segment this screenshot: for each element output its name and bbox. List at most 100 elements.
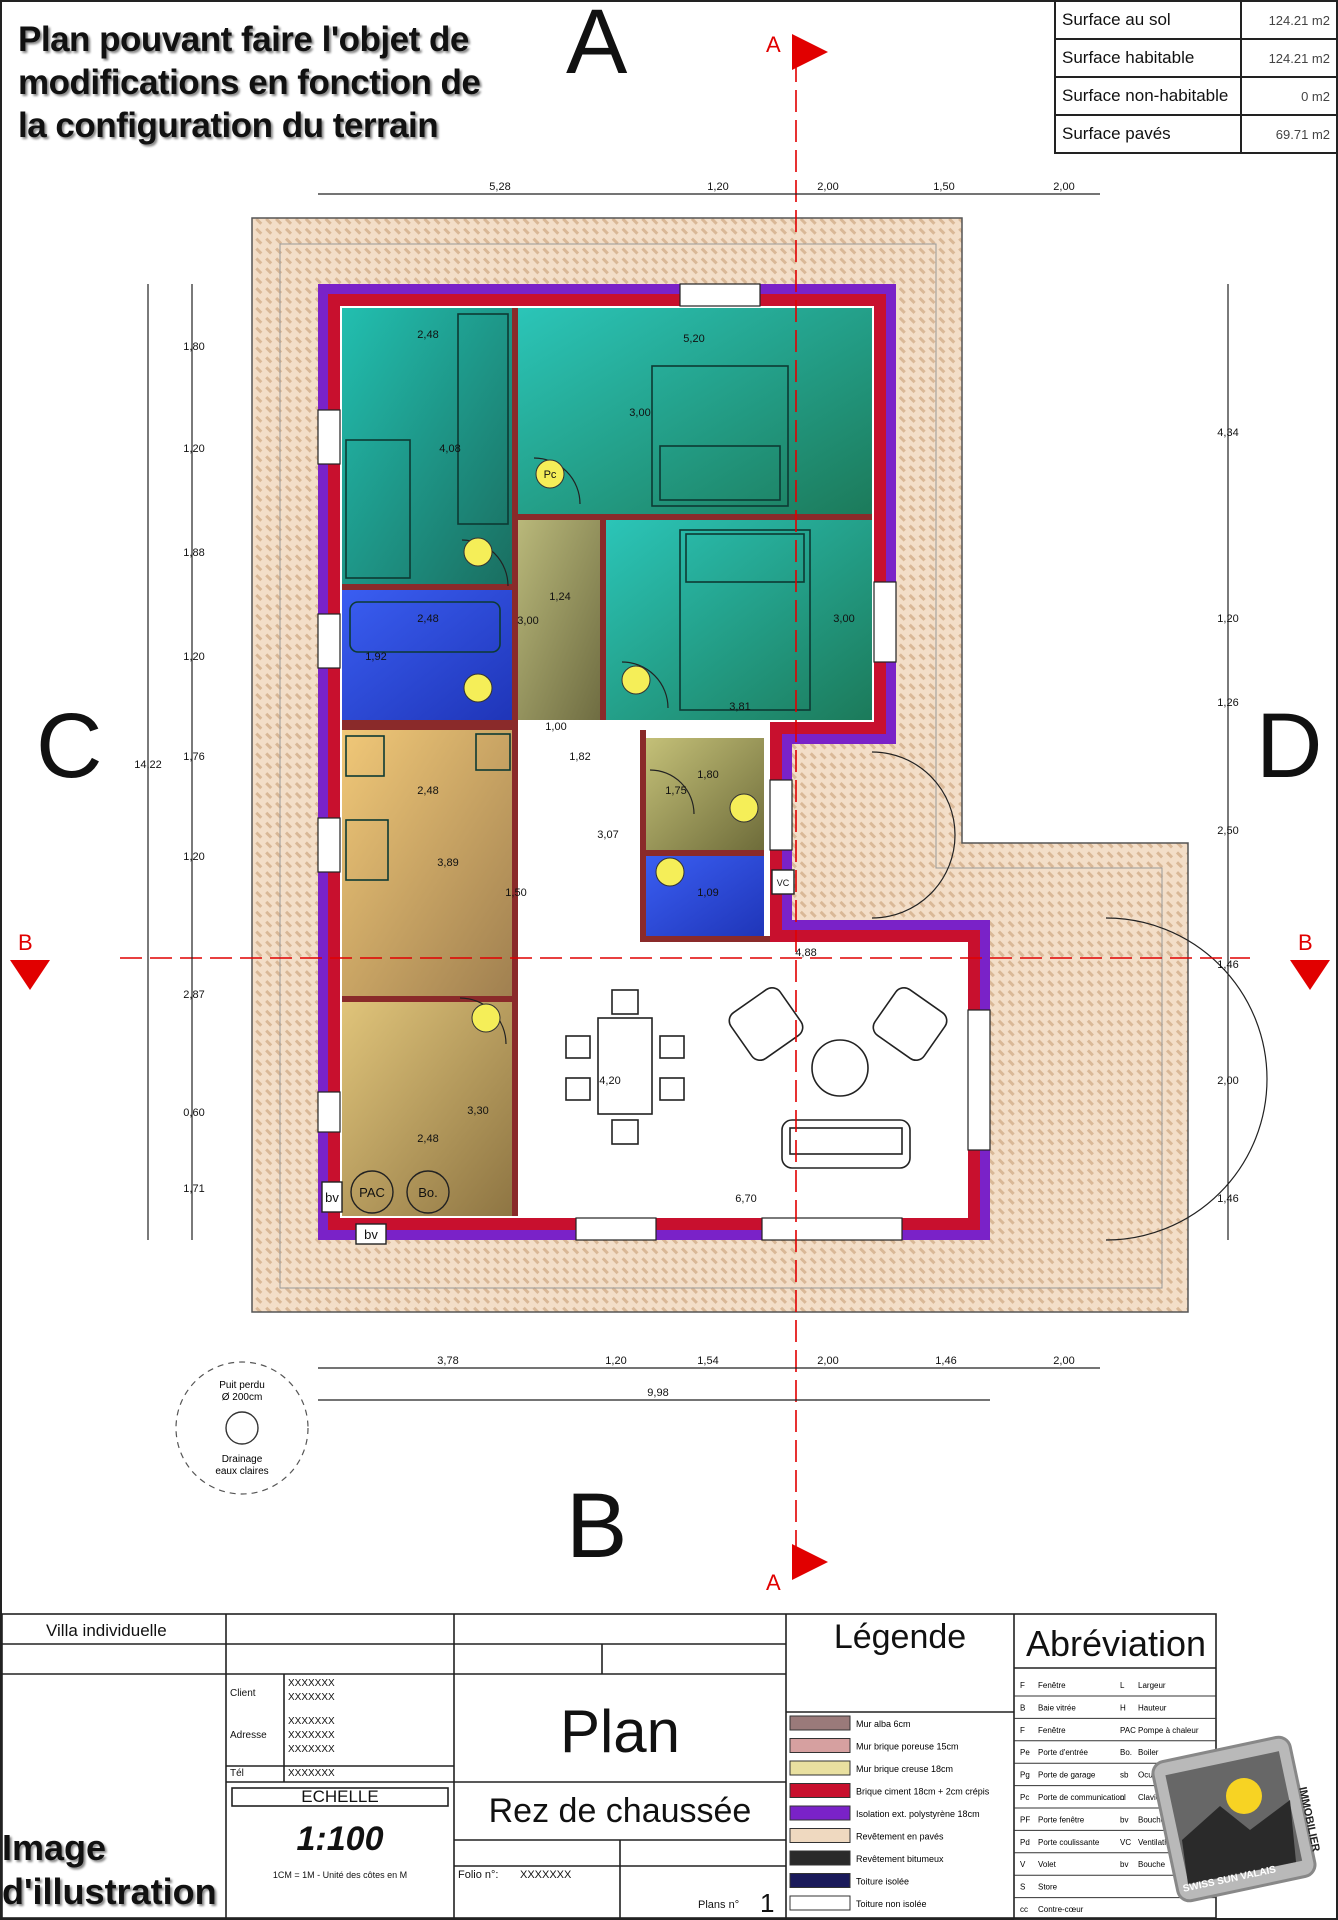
abbr-cell: PF xyxy=(1020,1815,1030,1824)
illustration-line-1: Image xyxy=(2,1827,107,1868)
room-bedroom-1 xyxy=(606,520,872,720)
surface-value: 124.21 m2 xyxy=(1240,0,1338,40)
room-dim-hall-w: 1,82 xyxy=(569,751,590,763)
abbr-cell: F xyxy=(1020,1681,1025,1690)
legend-swatch xyxy=(789,1715,851,1731)
abbr-cell: cl xyxy=(1120,1793,1126,1802)
room-dim-hall2: 1,50 xyxy=(505,887,526,899)
room-dim-liv-b: 6,70 xyxy=(735,1193,756,1205)
legend-item: Revêtement en pavés xyxy=(856,1832,944,1842)
abbr-cell: Pe xyxy=(1020,1748,1030,1757)
legend-item: Mur alba 6cm xyxy=(856,1719,911,1729)
legend-item: Mur brique creuse 18cm xyxy=(856,1764,953,1774)
dim-bottom-4: 1,46 xyxy=(935,1355,956,1367)
folio-value: XXXXXXX xyxy=(520,1869,572,1881)
well-drain-2: eaux claires xyxy=(215,1466,268,1477)
room-dim-hall-h: 3,07 xyxy=(597,829,618,841)
abbr-cell: bv xyxy=(1120,1860,1128,1869)
abbr-cell: Porte d'entrée xyxy=(1038,1748,1089,1757)
abbr-cell: Oculus xyxy=(1138,1771,1163,1780)
abbr-cell: Contre-cœur xyxy=(1038,1905,1084,1914)
dim-left-7: 0,60 xyxy=(183,1107,204,1119)
room-dim-liv-h: 4,20 xyxy=(599,1075,620,1087)
abbr-cell: Baie vitrée xyxy=(1038,1703,1076,1712)
room-bedroom-3 xyxy=(342,308,512,584)
address-label: Adresse xyxy=(230,1730,267,1741)
dim-right-2: 1,26 xyxy=(1217,697,1238,709)
company-logo: SWISS SUN VALAIS IMMOBILIER xyxy=(1151,1735,1322,1903)
room-technical xyxy=(342,1002,512,1216)
abbr-cell: Fenêtre xyxy=(1038,1726,1066,1735)
abbr-cell: Porte de communication xyxy=(1038,1793,1124,1802)
address-value-2: XXXXXXX xyxy=(288,1730,335,1741)
drawing-title: Plan xyxy=(560,1698,680,1765)
abbr-cell: Largeur xyxy=(1138,1681,1166,1690)
dim-bottom-5: 2,00 xyxy=(1053,1355,1074,1367)
illustration-line-2: d'illustration xyxy=(2,1871,217,1912)
client-label: Client xyxy=(230,1688,256,1699)
abbr-cell: Porte de garage xyxy=(1038,1771,1096,1780)
well-symbol: Puit perdu Ø 200cm Drainage eaux claires xyxy=(175,1361,309,1495)
client-value-1: XXXXXXX xyxy=(288,1678,335,1689)
surface-value: 69.71 m2 xyxy=(1240,114,1338,154)
dim-bottom-1: 1,20 xyxy=(605,1355,626,1367)
plans-label: Plans n° xyxy=(698,1899,739,1911)
legend-swatch xyxy=(789,1760,851,1776)
dim-left-1: 1,20 xyxy=(183,443,204,455)
abbr-cell: Pompe à chaleur xyxy=(1138,1726,1199,1735)
legend-swatch xyxy=(789,1783,851,1798)
dim-left-5: 1,20 xyxy=(183,851,204,863)
abbr-cell: Pg xyxy=(1020,1771,1030,1780)
dim-top-4: 2,00 xyxy=(1053,181,1074,193)
room-dim-tech-h: 3,30 xyxy=(467,1105,488,1117)
dim-left-3: 1,20 xyxy=(183,651,204,663)
abbr-cell: Bouche xyxy=(1138,1860,1166,1869)
legend-item: Toiture isolée xyxy=(856,1877,909,1887)
door-tag: Pc xyxy=(544,469,557,481)
room-dim-liv-w: 4,88 xyxy=(795,947,816,959)
legend-swatch xyxy=(789,1738,851,1753)
legend-item: Isolation ext. polystyrène 18cm xyxy=(856,1809,980,1819)
bv-label-2: bv xyxy=(364,1227,378,1242)
plans-number: 1 xyxy=(760,1888,774,1918)
section-a-top-label: A xyxy=(766,32,781,57)
dim-left-4: 1,76 xyxy=(183,751,204,763)
room-dim-r2-h: 3,00 xyxy=(629,407,650,419)
boiler-label: Bo. xyxy=(418,1185,438,1200)
orientation-south: B xyxy=(566,1475,628,1577)
dim-bottom-2: 1,54 xyxy=(697,1355,718,1367)
disclaimer-line-3: la configuration du terrain xyxy=(18,106,439,145)
section-a-bottom-label: A xyxy=(766,1570,781,1595)
heatpump-label: PAC xyxy=(359,1185,385,1200)
room-dim-wc-h: 1,75 xyxy=(665,785,686,797)
abbr-cell: V xyxy=(1020,1860,1026,1869)
room-dim-wc2-h: 1,09 xyxy=(697,887,718,899)
abbr-cell: F xyxy=(1020,1726,1025,1735)
tel-label: Tél xyxy=(230,1768,244,1779)
legend-swatch xyxy=(789,1805,851,1821)
room-bedroom-2 xyxy=(518,308,872,516)
surface-label: Surface pavés xyxy=(1054,114,1242,154)
legend-item: Revêtement bitumeux xyxy=(856,1854,944,1864)
abbr-cell: H xyxy=(1120,1703,1126,1712)
dim-left-0: 1,80 xyxy=(183,341,204,353)
abbr-cell: VC xyxy=(1120,1838,1131,1847)
room-dim-corr-h: 3,00 xyxy=(517,615,538,627)
room-dim-tech-w: 2,48 xyxy=(417,1133,438,1145)
surface-value: 0 m2 xyxy=(1240,76,1338,116)
room-dim-corr-w: 1,24 xyxy=(549,591,570,603)
bv-label-1: bv xyxy=(325,1190,339,1205)
room-dim-r1-h: 4,08 xyxy=(439,443,460,455)
well-size: Ø 200cm xyxy=(222,1392,263,1403)
disclaimer-note: Plan pouvant faire l'objet de modificati… xyxy=(18,18,558,147)
orientation-north: A xyxy=(566,0,628,93)
dim-right-3: 2,50 xyxy=(1217,825,1238,837)
dim-bottom-0: 3,78 xyxy=(437,1355,458,1367)
dim-top-0: 5,28 xyxy=(489,181,510,193)
disclaimer-line-2: modifications en fonction de xyxy=(18,63,481,102)
abbr-cell: L xyxy=(1120,1681,1125,1690)
